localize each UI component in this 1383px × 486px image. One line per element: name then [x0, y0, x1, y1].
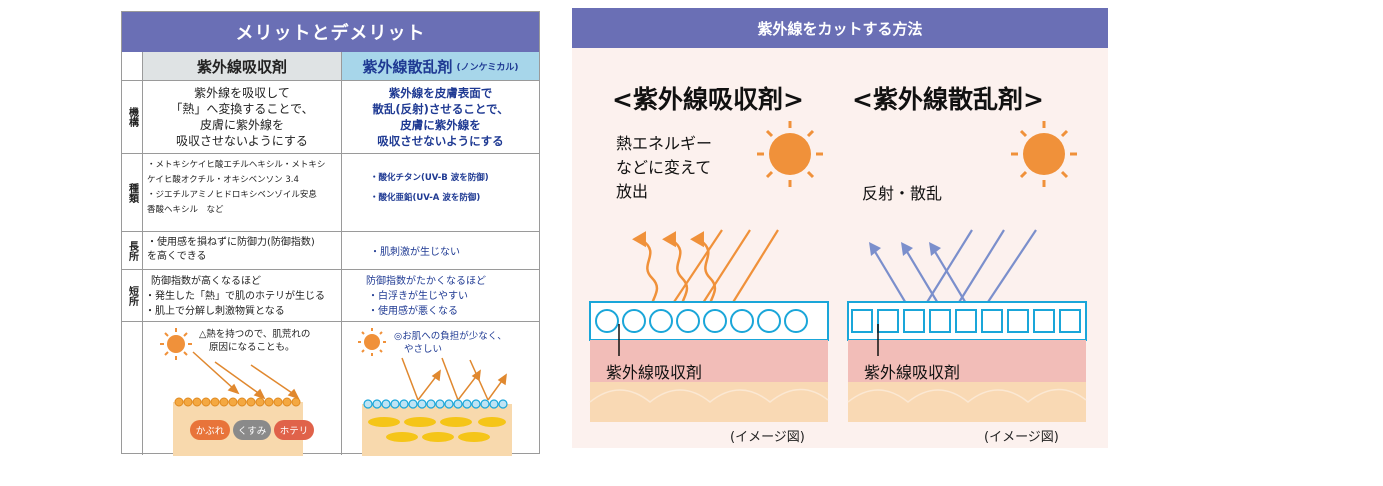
row-mechanism: 機構 紫外線を吸収して 「熱」へ変換することで、 皮膚に紫外線を 吸収させないよ…: [122, 80, 539, 153]
absorber-heading: <紫外線吸収剤>: [612, 85, 804, 114]
absorber-note-line: 原因になることも。: [209, 342, 295, 353]
epidermis-layer: [590, 340, 828, 382]
cons-absorber-line: ・肌上で分解し刺激物質となる: [145, 306, 285, 317]
mechanism-scatterer-cell: 紫外線を皮膚表面で 散乱(反射)させることで、 皮膚に紫外線を 吸収させないよう…: [342, 81, 539, 153]
row-pros: 長所 ・使用感を損ねずに防御力(防御指数) を高くできる ・肌刺激が生じない: [122, 231, 539, 269]
pros-absorber-line: ・使用感を損ねずに防御力(防御指数): [147, 237, 315, 248]
row-illustration: △熱を持つので、肌荒れの 原因になることも。 かぶれ くすみ ホテリ: [122, 321, 539, 456]
mechanism-absorber-line: 紫外線を吸収して: [194, 86, 290, 100]
scatterer-heading: <紫外線散乱剤>: [852, 85, 1044, 114]
scatterer-particles: [851, 309, 1081, 333]
row-types: 種類 ・メトキシケイヒ酸エチルヘキシル・メトキシ ケイヒ酸オクチル・オキシベンソ…: [122, 153, 539, 231]
absorber-description-line: などに変えて: [616, 158, 712, 177]
scatterer-layer-label: 紫外線吸収剤: [864, 363, 961, 382]
scatterer-header-label: 紫外線散乱剤: [362, 57, 453, 76]
scatterer-description: 反射・散乱: [862, 184, 943, 203]
types-absorber-line: ケイヒ酸オクチル・オキシベンソン 3.4: [147, 175, 299, 185]
uv-cut-diagram: [589, 121, 1087, 422]
absorber-note-line: △熱を持つので、肌荒れの: [199, 329, 311, 340]
cons-scatterer-cell: 防御指数がたかくなるほど ・白浮きが生じやすい ・使用感が悪くなる: [342, 270, 539, 321]
rash-badge: かぶれ: [190, 420, 230, 440]
mechanism-absorber-line: 吸収させないようにする: [176, 134, 308, 148]
reflected-ray-arrows: [401, 357, 507, 401]
absorber-layer-label: 紫外線吸収剤: [606, 363, 703, 382]
non-chemical-note: (ノンケミカル): [456, 62, 519, 73]
types-absorber-line: ・メトキシケイヒ酸エチルヘキシル・メトキシ: [147, 160, 326, 170]
absorber-particles: [595, 309, 808, 333]
flushing-badge: ホテリ: [274, 420, 314, 440]
cons-scatterer-line: 防御指数がたかくなるほど: [366, 276, 486, 287]
scatterer-note-line: ◎お肌への負担が少なく、: [394, 331, 507, 342]
merit-demerit-table: メリットとデメリット 紫外線吸収剤 紫外線散乱剤(ノンケミカル) 機構 紫外線を…: [121, 11, 540, 456]
row-label-pros: 長所: [126, 240, 138, 261]
skin-cells: [368, 417, 506, 442]
illustration-absorber-cell: △熱を持つので、肌荒れの 原因になることも。 かぶれ くすみ ホテリ: [142, 322, 342, 456]
types-scatterer-line: ・酸化チタン(UV-B 波を防御): [370, 173, 489, 183]
types-absorber-line: ・ジエチルアミノヒドロキシベンゾイル安息: [147, 190, 317, 200]
mechanism-absorber-line: 皮膚に紫外線を: [199, 118, 284, 132]
skin-layer: [362, 404, 512, 456]
types-scatterer-cell: ・酸化チタン(UV-B 波を防御) ・酸化亜鉛(UV-A 波を防御): [342, 154, 539, 231]
pros-scatterer-cell: ・肌刺激が生じない: [342, 232, 539, 269]
types-absorber-line: 香酸ヘキシル など: [147, 205, 224, 215]
epidermis-layer: [848, 340, 1086, 382]
sun-icon: [1011, 121, 1077, 187]
scatterer-note: ◎お肌への負担が少なく、 やさしい: [394, 330, 507, 356]
mechanism-absorber-cell: 紫外線を吸収して 「熱」へ変換することで、 皮膚に紫外線を 吸収させないようにす…: [142, 81, 342, 153]
column-header-scatterer: 紫外線散乱剤(ノンケミカル): [342, 52, 539, 80]
absorber-description: 熱エネルギー などに変えて 放出: [616, 132, 712, 204]
scatterer-particles: [363, 399, 508, 409]
scatterer-illustration: [358, 328, 512, 456]
row-cons: 短所 防御指数が高くなるほど ・発生した「熱」で肌のホテリが生じる ・肌上で分解…: [122, 269, 539, 321]
mechanism-scatterer-line: 散乱(反射)させることで、: [372, 102, 509, 116]
reflected-arrowheads: [869, 242, 941, 256]
scatterer-image-note: (イメージ図): [984, 430, 1059, 445]
cons-absorber-line: 防御指数が高くなるほど: [151, 276, 261, 287]
illustration-scatterer-cell: ◎お肌への負担が少なく、 やさしい: [342, 322, 539, 456]
mechanism-scatterer-line: 皮膚に紫外線を: [400, 118, 481, 132]
sun-icon: [757, 121, 823, 187]
row-label-cons: 短所: [126, 285, 138, 306]
row-label-types: 種類: [126, 182, 138, 203]
sun-icon: [160, 328, 192, 360]
skin-bumps: [589, 388, 829, 403]
scatterer-note-line: やさしい: [404, 344, 443, 355]
pros-absorber-line: を高くできる: [147, 251, 207, 262]
absorber-note: △熱を持つので、肌荒れの 原因になることも。: [199, 328, 310, 354]
cons-scatterer-line: ・使用感が悪くなる: [368, 306, 458, 317]
column-header-absorber: 紫外線吸収剤: [142, 52, 342, 80]
panel-title: 紫外線をカットする方法: [572, 8, 1108, 48]
sun-icon: [358, 328, 386, 356]
mechanism-scatterer-line: 吸収させないようにする: [377, 134, 504, 148]
absorber-description-line: 熱エネルギー: [616, 134, 713, 153]
types-scatterer-line: ・酸化亜鉛(UV-A 波を防御): [370, 193, 481, 203]
cons-scatterer-line: ・白浮きが生じやすい: [368, 291, 468, 302]
row-label-mechanism: 機構: [126, 107, 138, 127]
skin-bumps: [847, 388, 1087, 403]
pros-absorber-cell: ・使用感を損ねずに防御力(防御指数) を高くできる: [142, 232, 342, 269]
absorber-image-note: (イメージ図): [730, 430, 805, 445]
dullness-badge: くすみ: [233, 420, 271, 440]
absorber-description-line: 放出: [616, 182, 649, 201]
cons-absorber-cell: 防御指数が高くなるほど ・発生した「熱」で肌のホテリが生じる ・肌上で分解し刺激…: [142, 270, 342, 321]
mechanism-scatterer-line: 紫外線を皮膚表面で: [388, 86, 493, 100]
absorber-particles: [174, 397, 301, 407]
table-title: メリットとデメリット: [122, 12, 539, 52]
pros-scatterer-line: ・肌刺激が生じない: [370, 247, 460, 258]
uv-ray-arrows: [192, 351, 300, 400]
types-absorber-cell: ・メトキシケイヒ酸エチルヘキシル・メトキシ ケイヒ酸オクチル・オキシベンソン 3…: [142, 154, 342, 231]
uv-cut-method-panel: 紫外線をカットする方法 <紫外線吸収剤> <紫外線散乱剤> 熱エネルギー などに…: [572, 8, 1108, 448]
mechanism-absorber-line: 「熱」へ変換することで、: [170, 102, 314, 116]
cons-absorber-line: ・発生した「熱」で肌のホテリが生じる: [145, 291, 325, 302]
heat-arrowheads: [632, 231, 704, 248]
